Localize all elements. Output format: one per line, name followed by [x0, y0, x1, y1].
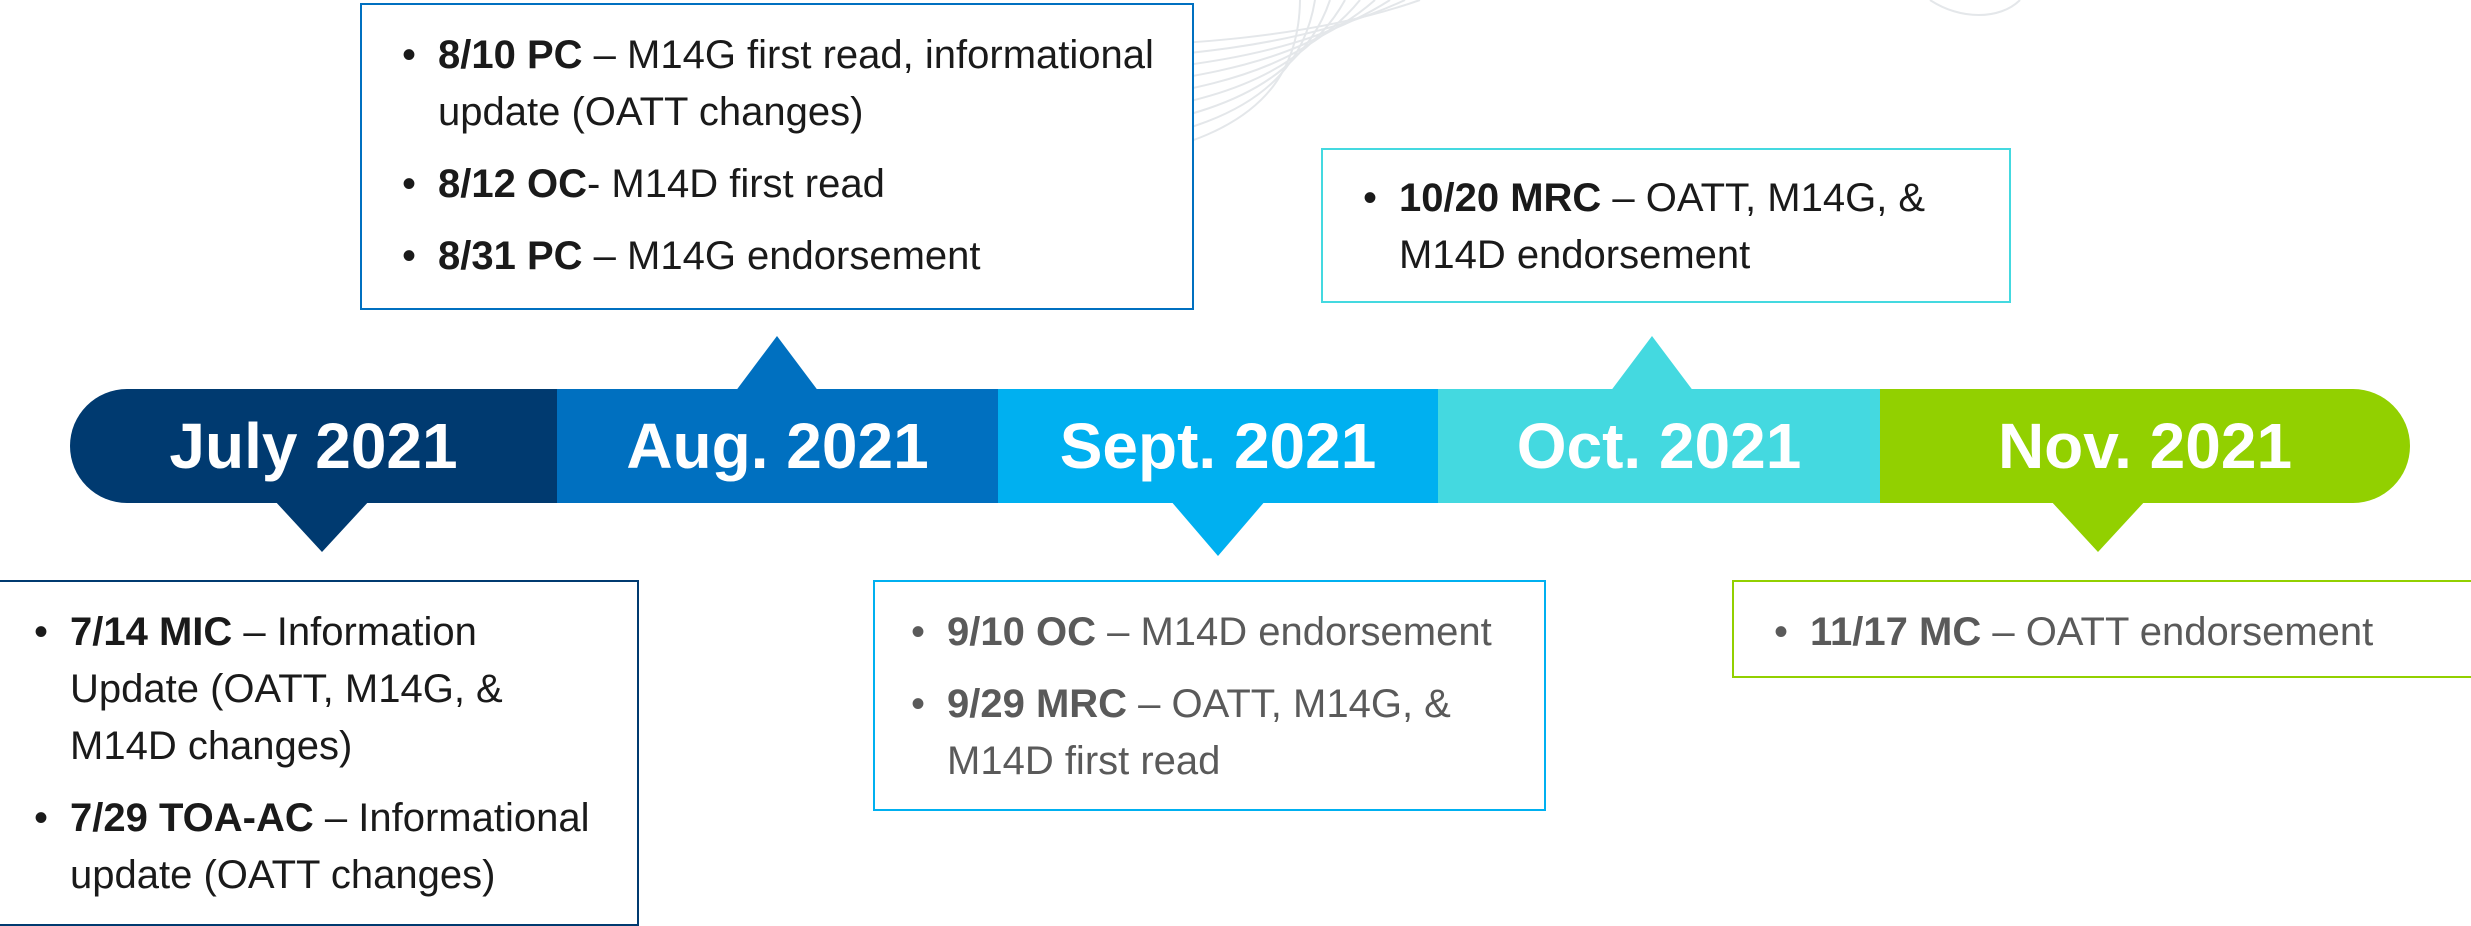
events-box-july: 7/14 MIC – Information Update (OATT, M14…	[0, 580, 639, 926]
oct-pointer	[1610, 336, 1694, 392]
event-item: 9/10 OC – M14D endorsement	[905, 604, 1514, 661]
event-item: 8/10 PC – M14G first read, informational…	[396, 27, 1162, 141]
event-item: 10/20 MRC – OATT, M14G, & M14D endorseme…	[1357, 170, 1979, 284]
month-july: July 2021	[70, 389, 557, 503]
event-item: 7/29 TOA-AC – Informational update (OATT…	[28, 790, 607, 904]
month-label: July 2021	[169, 410, 458, 482]
event-item: 7/14 MIC – Information Update (OATT, M14…	[28, 604, 607, 775]
event-item: 8/12 OC- M14D first read	[396, 156, 1162, 213]
events-box-aug: 8/10 PC – M14G first read, informational…	[360, 3, 1194, 310]
events-box-oct: 10/20 MRC – OATT, M14G, & M14D endorseme…	[1321, 148, 2011, 303]
event-item: 9/29 MRC – OATT, M14G, & M14D first read	[905, 676, 1514, 790]
sept-pointer	[1170, 500, 1266, 556]
month-label: Oct. 2021	[1516, 410, 1802, 482]
month-oct: Oct. 2021	[1438, 389, 1880, 503]
month-label: Aug. 2021	[626, 410, 929, 482]
month-nov: Nov. 2021	[1880, 389, 2410, 503]
month-label: Sept. 2021	[1059, 410, 1377, 482]
event-item: 8/31 PC – M14G endorsement	[396, 228, 1162, 285]
month-sept: Sept. 2021	[998, 389, 1438, 503]
july-pointer	[274, 500, 370, 552]
nov-pointer	[2050, 500, 2146, 552]
aug-pointer	[735, 336, 819, 392]
events-box-sept: 9/10 OC – M14D endorsement 9/29 MRC – OA…	[873, 580, 1546, 811]
events-box-nov: 11/17 MC – OATT endorsement	[1732, 580, 2471, 678]
month-label: Nov. 2021	[1997, 410, 2293, 482]
event-item: 11/17 MC – OATT endorsement	[1768, 604, 2462, 661]
month-aug: Aug. 2021	[557, 389, 998, 503]
